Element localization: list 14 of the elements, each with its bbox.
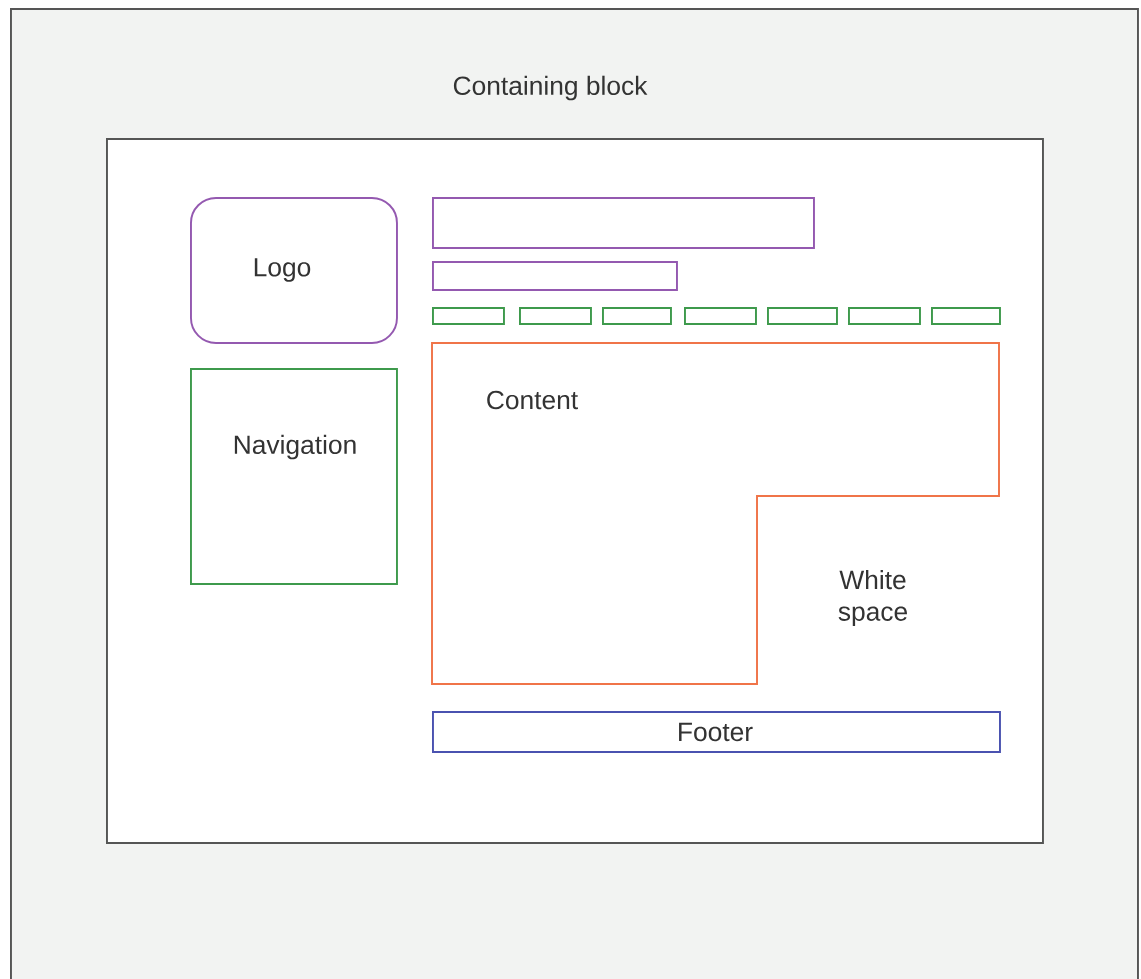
menu-box <box>767 307 838 325</box>
menu-box <box>931 307 1001 325</box>
menu-box <box>432 307 505 325</box>
page-box <box>106 138 1044 844</box>
menu-box <box>519 307 592 325</box>
rounded-box: Logo <box>190 197 398 344</box>
header-bar <box>432 261 678 291</box>
menu-box <box>684 307 757 325</box>
navigation-box: Navigation <box>190 368 398 585</box>
menu-box <box>848 307 921 325</box>
menu-box <box>602 307 672 325</box>
area-label: White space <box>838 569 907 627</box>
header-bar <box>432 197 815 249</box>
footer-box: Footer <box>432 711 1001 753</box>
